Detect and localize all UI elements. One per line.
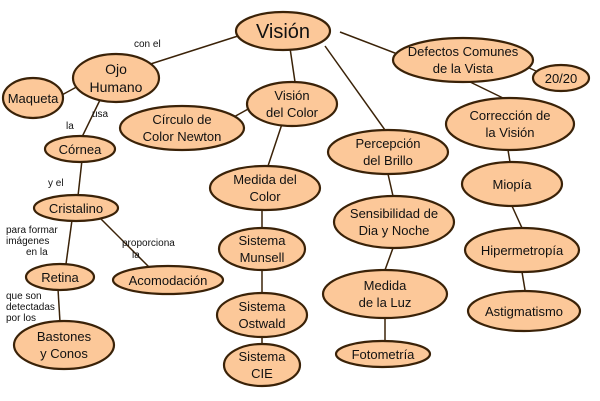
svg-text:Córnea: Córnea (59, 142, 102, 157)
svg-text:Hipermetropía: Hipermetropía (481, 243, 564, 258)
edges (57, 31, 539, 344)
edge-sensibilidad-medidaluz (384, 247, 394, 271)
node-veinte-veinte[interactable]: 20/20 (531, 63, 591, 93)
svg-text:Fotometría: Fotometría (352, 347, 416, 362)
edge-vision-percepcion (324, 45, 386, 131)
node-miopia[interactable]: Miopía (460, 160, 564, 208)
edge-label-que-son: que son detectadas por los (6, 291, 58, 324)
edge-correccion-miopia (507, 149, 511, 163)
node-vision[interactable]: Visión (234, 10, 332, 52)
svg-text:Cristalino: Cristalino (49, 201, 103, 216)
edge-labels: con el usa la y el para formar imágenes … (6, 39, 178, 324)
edge-label-usa-la: usa la (66, 109, 111, 132)
node-hipermetropia[interactable]: Hipermetropía (463, 226, 581, 274)
edge-visioncolor-medida (267, 123, 283, 167)
edge-hiper-astig (521, 271, 526, 291)
edge-cornea-cristalino (77, 159, 83, 197)
edge-percepcion-sensibilidad (387, 173, 394, 197)
svg-text:Miopía: Miopía (492, 177, 532, 192)
edge-vision-visioncolor (289, 47, 296, 83)
svg-text:Visión: Visión (256, 21, 310, 43)
node-maqueta[interactable]: Maqueta (1, 76, 65, 120)
node-cornea[interactable]: Córnea (43, 134, 117, 164)
svg-text:Acomodación: Acomodación (129, 273, 208, 288)
node-acomodacion[interactable]: Acomodación (111, 264, 225, 296)
svg-text:Astigmatismo: Astigmatismo (485, 304, 563, 319)
node-fotometria[interactable]: Fotometría (334, 339, 432, 369)
node-retina[interactable]: Retina (24, 262, 96, 292)
edge-cristalino-retina (65, 219, 73, 265)
edge-ojo-cornea (81, 99, 101, 138)
edge-vision-defectos (339, 31, 401, 56)
svg-text:Retina: Retina (41, 270, 79, 285)
edge-vision-ojo (137, 35, 239, 69)
svg-text:20/20: 20/20 (545, 71, 578, 86)
edge-label-proporciona: proporciona la (122, 238, 178, 261)
node-cristalino[interactable]: Cristalino (32, 193, 120, 223)
edge-cristalino-acomodacion (99, 217, 151, 269)
edge-label-y-el: y el (48, 178, 64, 189)
edge-label-con-el: con el (134, 39, 161, 50)
edge-defectos-correccion (465, 79, 504, 99)
edge-label-para-formar: para formar imágenes en la (6, 225, 60, 258)
node-astigmatismo[interactable]: Astigmatismo (466, 289, 582, 333)
svg-text:Maqueta: Maqueta (8, 91, 59, 106)
edge-retina-bastones (57, 288, 61, 323)
edge-miopia-hiper (511, 205, 523, 229)
